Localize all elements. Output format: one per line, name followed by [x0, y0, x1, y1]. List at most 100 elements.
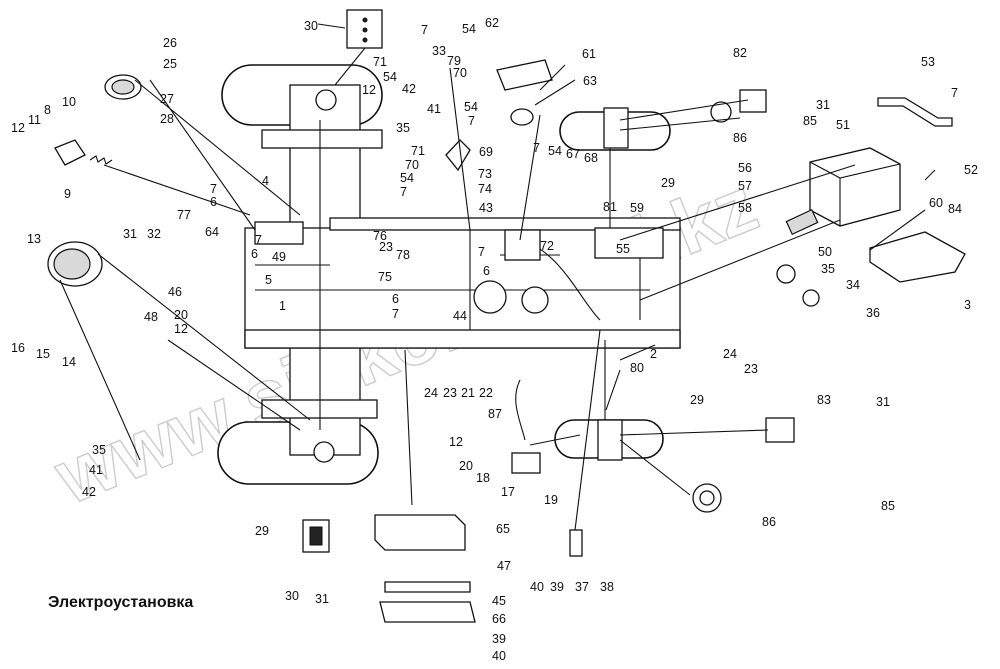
callout-label: 67	[566, 147, 580, 161]
callout-label: 79	[447, 54, 461, 68]
callout-label: 62	[485, 16, 499, 30]
tractor-silhouette	[217, 64, 681, 485]
leader-line	[59, 279, 141, 461]
leader-line	[534, 79, 576, 106]
leader-line	[149, 79, 256, 231]
callout-label: 66	[492, 612, 506, 626]
leader-line	[619, 429, 769, 436]
callout-label: 7	[478, 245, 485, 259]
leader-line	[605, 369, 621, 411]
callout-label: 6	[251, 247, 258, 261]
clip-37	[569, 529, 583, 557]
callout-label: 2	[650, 347, 657, 361]
cover-plate-65	[374, 514, 466, 551]
clamp-69	[445, 139, 471, 172]
leader-line	[574, 329, 601, 531]
callout-label: 8	[44, 103, 51, 117]
callout-label: 5	[265, 273, 272, 287]
callout-label: 83	[817, 393, 831, 407]
callout-label: 65	[496, 522, 510, 536]
leader-line	[924, 169, 936, 181]
leader-line	[97, 253, 311, 421]
callout-label: 73	[478, 167, 492, 181]
callout-label: 55	[616, 242, 630, 256]
signal-63	[510, 108, 534, 126]
callout-label: 16	[11, 341, 25, 355]
callout-label: 31	[123, 227, 137, 241]
left-lamp-bracket	[54, 139, 86, 166]
callout-label: 72	[540, 239, 554, 253]
callout-label: 12	[362, 83, 376, 97]
callout-label: 70	[405, 158, 419, 172]
callout-label: 19	[544, 493, 558, 507]
callout-label: 12	[174, 322, 188, 336]
callout-label: 23	[744, 362, 758, 376]
callout-label: 7	[392, 307, 399, 321]
front-hub-bottom	[313, 441, 335, 463]
callout-label: 40	[530, 580, 544, 594]
callout-label: 86	[733, 131, 747, 145]
switch-30-face	[309, 526, 323, 546]
callout-label: 38	[600, 580, 614, 594]
callout-label: 23	[379, 240, 393, 254]
battery-clamp	[877, 97, 953, 127]
callout-label: 43	[479, 201, 493, 215]
leader-line	[404, 349, 413, 506]
callout-label: 56	[738, 161, 752, 175]
callout-label: 49	[272, 250, 286, 264]
battery-tray	[869, 231, 966, 283]
callout-label: 71	[411, 144, 425, 158]
spring-coil	[89, 155, 113, 165]
callout-label: 85	[881, 499, 895, 513]
callout-label: 54	[462, 22, 476, 36]
rear-stay-top	[603, 107, 629, 149]
callout-label: 44	[453, 309, 467, 323]
callout-label: 20	[174, 308, 188, 322]
mount-block-17	[511, 452, 541, 474]
callout-label: 32	[147, 227, 161, 241]
callout-label: 52	[964, 163, 978, 177]
callout-label: 60	[929, 196, 943, 210]
callout-label: 54	[400, 171, 414, 185]
leader-lines	[59, 23, 936, 531]
callout-label: 28	[160, 112, 174, 126]
callout-label: 69	[479, 145, 493, 159]
callout-label: 84	[948, 202, 962, 216]
callout-label: 35	[821, 262, 835, 276]
callout-label: 29	[661, 176, 675, 190]
leader-line	[869, 209, 926, 251]
headlight-lens	[53, 248, 91, 280]
callout-label: 3	[964, 298, 971, 312]
diagram-caption: Электроустановка	[48, 594, 194, 611]
socket-top	[710, 101, 732, 123]
leader-line	[449, 67, 471, 231]
callout-label: 11	[28, 113, 41, 127]
callout-label: 63	[583, 74, 597, 88]
rear-stay-bottom	[597, 419, 623, 461]
callout-label: 24	[424, 386, 438, 400]
callout-label: 70	[453, 66, 467, 80]
callout-label: 33	[432, 44, 446, 58]
callout-label: 41	[427, 102, 441, 116]
leader-line	[619, 117, 741, 131]
callout-label: 7	[255, 233, 262, 247]
relay-box-dot	[362, 27, 368, 33]
horn-bell	[111, 79, 135, 95]
callout-label: 35	[396, 121, 410, 135]
callout-label: 78	[396, 248, 410, 262]
callout-label: 12	[11, 121, 25, 135]
callout-label: 20	[459, 459, 473, 473]
callout-label: 39	[492, 632, 506, 646]
callout-label: 46	[168, 285, 182, 299]
callout-label: 42	[82, 485, 96, 499]
cable-87	[515, 379, 526, 441]
callout-label: 12	[449, 435, 463, 449]
callout-label: 68	[584, 151, 598, 165]
relay-box-dot	[362, 17, 368, 23]
bracket-61	[496, 59, 553, 91]
callout-label: 42	[402, 82, 416, 96]
leader-line	[539, 64, 566, 91]
leader-line	[619, 99, 749, 121]
callout-label: 4	[262, 174, 269, 188]
